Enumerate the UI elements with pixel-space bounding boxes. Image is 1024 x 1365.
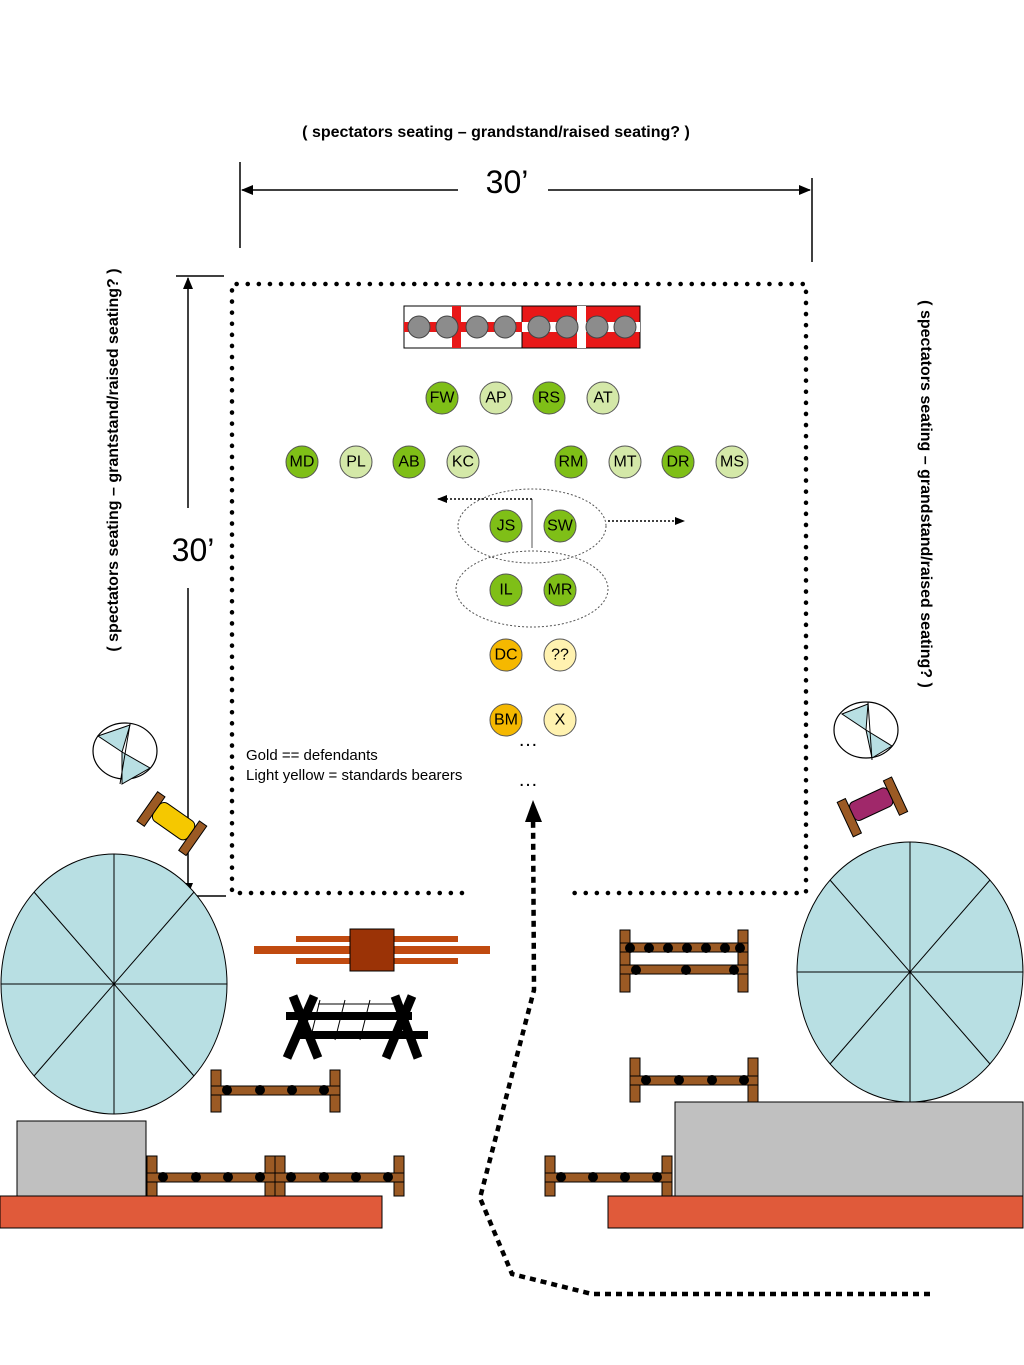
person-initials: IL: [499, 582, 512, 599]
person-initials: SW: [547, 518, 574, 535]
person-SW: SW: [543, 509, 577, 543]
person-DR: DR: [661, 445, 695, 479]
person-marker: [285, 445, 319, 479]
person-marker: [392, 445, 426, 479]
person-marker: [489, 638, 523, 672]
person-initials: MR: [548, 582, 573, 599]
person-PL: PL: [339, 445, 373, 479]
continuation-dots-2: …: [518, 769, 541, 791]
person-initials: DC: [494, 647, 517, 664]
right-magenta-chair: [836, 776, 909, 838]
person-initials: BM: [494, 712, 518, 729]
person-initials: AT: [593, 390, 612, 407]
entry-path-arrowhead: [525, 800, 542, 822]
person-marker: [715, 445, 749, 479]
person-initials: FW: [430, 390, 456, 407]
person-initials: MD: [290, 454, 315, 471]
person-initials: JS: [497, 518, 516, 535]
left-judge-symbol: [92, 722, 158, 785]
left-round-tent: [0, 853, 228, 1115]
person-initials: X: [555, 712, 566, 729]
fence-right-middle: [629, 1057, 759, 1103]
person-RS: RS: [532, 381, 566, 415]
left-grey-block: [16, 1120, 147, 1198]
person-initials: KC: [452, 454, 474, 471]
person-RM: RM: [554, 445, 588, 479]
person-AP: AP: [479, 381, 513, 415]
continuation-dots-1: …: [518, 729, 541, 751]
fence-right-bottom: [544, 1155, 673, 1197]
entry-path: [477, 807, 930, 1297]
center-left-table: [254, 928, 490, 972]
black-sawhorse: [282, 994, 428, 1060]
person-initials: RM: [559, 454, 584, 471]
fence-right-upper: [619, 929, 749, 993]
fence-left-bottom: [146, 1155, 405, 1197]
person-AT: AT: [586, 381, 620, 415]
person-DC: DC: [489, 638, 523, 672]
left-yellow-chair: [136, 790, 208, 857]
person-MT: MT: [608, 445, 642, 479]
person-marker: [543, 638, 577, 672]
left-spectator-label: ( spectators seating – grantstand/raised…: [105, 268, 122, 651]
gate-bar: [403, 305, 641, 349]
person-marker: [479, 381, 513, 415]
person-marker: [543, 703, 577, 737]
person-marker: [489, 703, 523, 737]
person-marker: [532, 381, 566, 415]
right-grey-block: [674, 1101, 1024, 1198]
person-BM: BM: [489, 703, 523, 737]
person-MR: MR: [543, 573, 577, 607]
person-marker: [425, 381, 459, 415]
person-initials: PL: [346, 454, 366, 471]
person-initials: MS: [720, 454, 744, 471]
person-X: X: [543, 703, 577, 737]
person-KC: KC: [446, 445, 480, 479]
person-marker: [543, 573, 577, 607]
person-MS: MS: [715, 445, 749, 479]
right-round-tent: [796, 841, 1024, 1103]
legend-line-defendants: Gold == defendants: [246, 747, 378, 764]
person-marker: [339, 445, 373, 479]
person-marker: [608, 445, 642, 479]
person-MD: MD: [285, 445, 319, 479]
participants: FW AP RS AT MD PL AB KC RM MT DR MS JS S…: [285, 381, 749, 737]
right-spectator-label: ( spectators seating – grandstand/raised…: [917, 300, 934, 688]
right-judge-symbol: [833, 701, 899, 761]
person-JS: JS: [489, 509, 523, 543]
person-FW: FW: [425, 381, 459, 415]
height-dimension: 30’: [172, 275, 226, 897]
person-marker: [661, 445, 695, 479]
width-dimension-label: 30’: [486, 164, 529, 200]
legend-line-standards: Light yellow = standards bearers: [246, 767, 462, 784]
person-initials: MT: [613, 454, 636, 471]
person-initials: RS: [538, 390, 560, 407]
person-initials: AP: [485, 390, 506, 407]
person-marker: [489, 509, 523, 543]
person-marker: [586, 381, 620, 415]
left-red-platform: [0, 1195, 383, 1229]
person-initials: DR: [666, 454, 689, 471]
fence-left-middle: [210, 1069, 341, 1113]
pair-groupings: [437, 488, 685, 628]
top-spectator-label: ( spectators seating – grandstand/raised…: [302, 124, 690, 141]
person-initials: ??: [551, 647, 569, 664]
right-red-platform: [607, 1195, 1024, 1229]
width-dimension: 30’: [239, 162, 813, 262]
person-unknown: ??: [543, 638, 577, 672]
person-marker: [489, 573, 523, 607]
person-initials: AB: [398, 454, 419, 471]
person-marker: [543, 509, 577, 543]
person-marker: [554, 445, 588, 479]
person-IL: IL: [489, 573, 523, 607]
person-AB: AB: [392, 445, 426, 479]
height-dimension-label: 30’: [172, 532, 215, 568]
person-marker: [446, 445, 480, 479]
